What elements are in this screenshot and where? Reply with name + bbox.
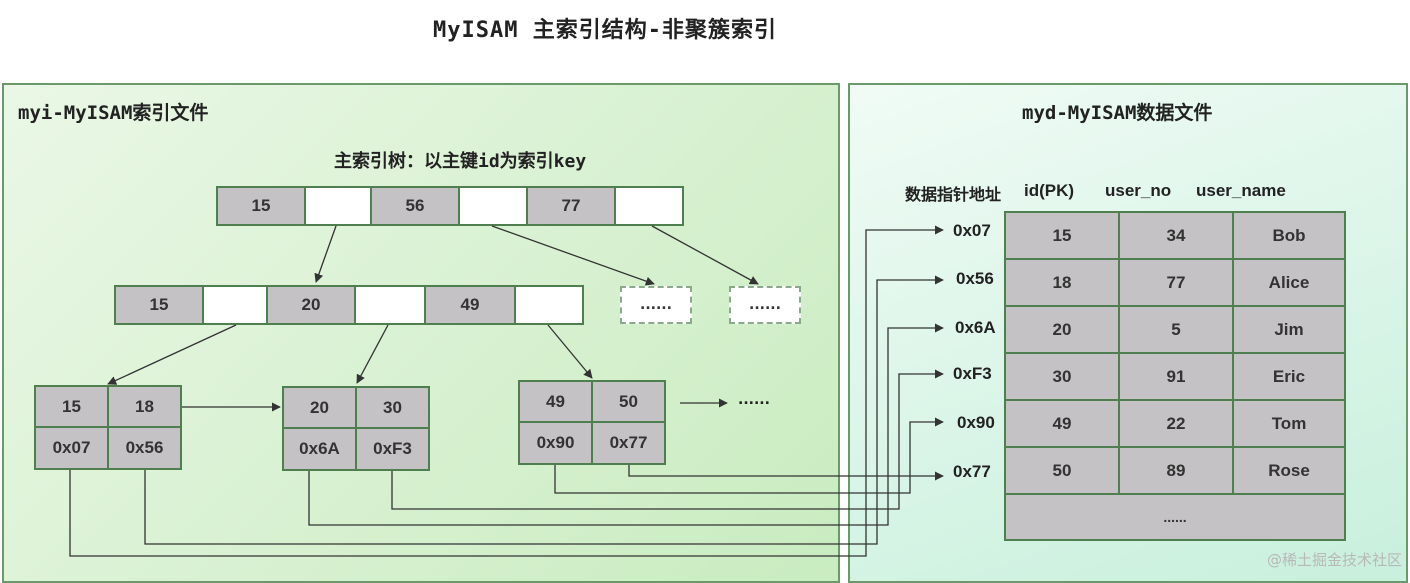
leaf3-key-1: 49 [518,380,593,423]
root-pointer-3 [614,186,684,226]
cell-user-no: 77 [1118,258,1234,307]
leaf2-pointer-2: 0xF3 [355,427,430,471]
data-file-title: myd-MyISAM数据文件 [1022,102,1213,124]
data-pointer-line [308,323,944,526]
level2-pointer-3 [514,285,584,325]
index-tree-subtitle: 主索引树：以主键id为索引key [334,151,587,172]
level2-key-1: 15 [114,285,204,325]
data-pointer-line [628,465,944,481]
header-user-name: user_name [1196,181,1286,200]
tree-arrow [547,324,593,379]
leaf2-pointer-1: 0x6A [282,427,357,471]
data-pointer-line [554,417,944,494]
placeholder-node-2: ...... [729,286,801,324]
index-file-title: myi-MyISAM索引文件 [18,102,209,124]
cell-id: 49 [1004,399,1120,448]
leaf3-pointer-2: 0x77 [591,421,666,465]
data-pointer-line [144,275,944,545]
table-more-row: ...... [1004,493,1346,541]
tree-arrow [314,225,337,283]
root-key-1: 15 [216,186,306,226]
header-address: 数据指针地址 [905,187,1002,204]
level2-key-2: 20 [266,285,356,325]
cell-user-name: Eric [1232,352,1346,401]
tree-arrow [107,324,237,385]
diagram-title: MyISAM 主索引结构-非聚簇索引 [433,18,777,43]
tree-arrow [491,225,655,286]
row-address: 0x77 [953,462,991,481]
leaf-more-ellipsis: ...... [738,392,770,408]
cell-user-no: 89 [1118,446,1234,495]
level2-pointer-2 [354,285,426,325]
row-address: 0x90 [957,413,995,432]
row-address: 0x6A [955,318,996,337]
header-user-no: user_no [1105,181,1172,200]
level2-key-3: 49 [424,285,516,325]
leaf3-pointer-1: 0x90 [518,421,593,465]
level2-pointer-1 [202,285,268,325]
leaf1-pointer-1: 0x07 [34,426,109,470]
row-address: 0xF3 [953,364,992,383]
cell-user-name: Rose [1232,446,1346,495]
cell-user-no: 22 [1118,399,1234,448]
index-file-panel [2,83,840,583]
watermark: @稀土掘金技术社区 [1266,551,1402,569]
placeholder-node-1: ...... [620,286,692,324]
data-pointer-line [391,369,944,510]
row-address: 0x07 [953,221,991,240]
data-pointer-line [69,225,944,557]
cell-user-no: 5 [1118,305,1234,354]
leaf1-pointer-2: 0x56 [107,426,182,470]
cell-id: 15 [1004,211,1120,260]
header-id: id(PK) [1024,181,1075,200]
cell-user-name: Jim [1232,305,1346,354]
tree-arrow [356,324,389,384]
row-address: 0x56 [956,269,994,288]
tree-arrow [651,225,759,285]
